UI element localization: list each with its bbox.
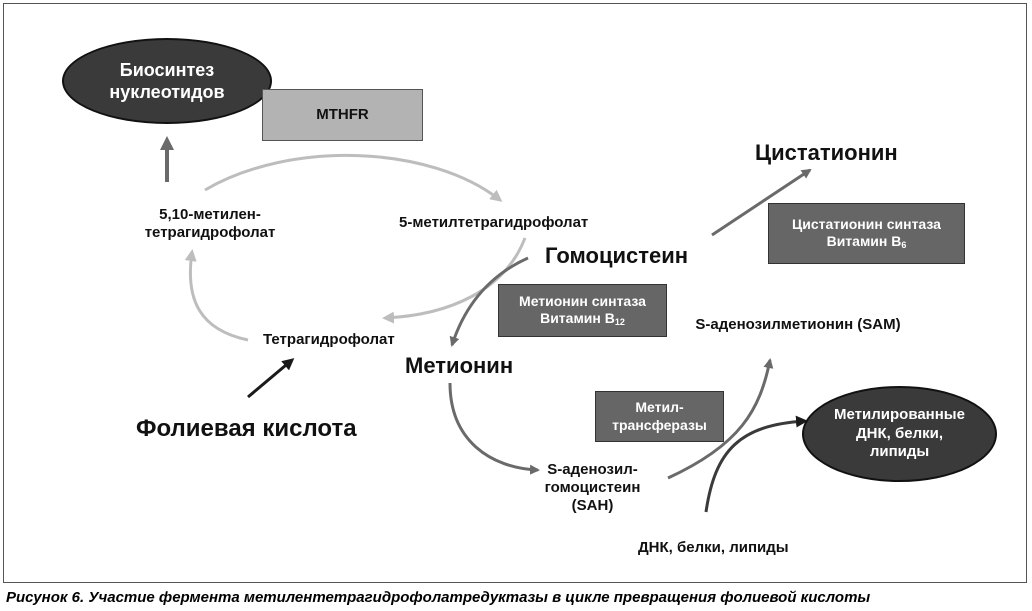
methylated-label: Метилированные ДНК, белки, липиды bbox=[834, 405, 965, 461]
ms-name: Метионин синтаза bbox=[519, 292, 646, 309]
cbs-enzyme-box: Цистатионин синтаза Витамин B6 bbox=[768, 203, 965, 264]
homocysteine-label: Гомоцистеин bbox=[545, 243, 689, 268]
sah-label: S-аденозил-гомоцистеин (SAH) bbox=[544, 461, 641, 514]
ms-vitamin: Витамин B12 bbox=[540, 310, 625, 328]
arrow-folic-to-thf bbox=[247, 358, 295, 399]
ms-vitamin-sub: 12 bbox=[614, 317, 625, 328]
arrow-methylthf-to-thf bbox=[382, 237, 527, 324]
arrow-homocysteine-to-cystathionine bbox=[711, 168, 812, 237]
arrow-homocysteine-to-methionine bbox=[449, 256, 529, 347]
folic-acid-label: Фолиевая кислота bbox=[136, 415, 357, 442]
figure-caption: Рисунок 6. Участие фермента метилентетра… bbox=[6, 589, 871, 606]
methyltransferases-label: Метил-трансферазы bbox=[612, 399, 707, 433]
arrow-dna-to-methylated bbox=[704, 415, 808, 513]
biosynthesis-label: Биосинтез нуклеотидов bbox=[109, 59, 225, 103]
thf-label: Тетрагидрофолат bbox=[263, 331, 395, 348]
methionine-synthase-box: Метионин синтаза Витамин B12 bbox=[498, 284, 667, 337]
methyl-thf-label: 5-метилтетрагидрофолат bbox=[399, 214, 589, 231]
cbs-name: Цистатионин синтаза bbox=[792, 215, 941, 232]
cbs-vitamin-sub: 6 bbox=[901, 240, 907, 251]
arrow-sah-to-sam bbox=[667, 358, 774, 480]
arrow-mthf-cycle-top bbox=[204, 153, 503, 202]
sam-label: S-аденозилметионин (SAM) bbox=[695, 316, 901, 333]
cystathionine-label: Цистатионин bbox=[755, 140, 898, 165]
mthfr-label: MTHFR bbox=[316, 105, 369, 123]
methylene-thf-label: 5,10-метилен-тетрагидрофолат bbox=[144, 206, 276, 241]
dna-proteins-label: ДНК, белки, липиды bbox=[638, 539, 789, 556]
methylated-node: Метилированные ДНК, белки, липиды bbox=[802, 386, 997, 482]
arrow-thf-to-methylene bbox=[184, 249, 249, 342]
methyltransferases-box: Метил-трансферазы bbox=[595, 391, 724, 442]
biosynthesis-node: Биосинтез нуклеотидов bbox=[62, 38, 272, 124]
cbs-vitamin: Витамин B6 bbox=[826, 233, 907, 251]
methionine-label: Метионин bbox=[405, 353, 514, 378]
arrow-methionine-to-sah bbox=[448, 382, 540, 475]
mthfr-enzyme-box: MTHFR bbox=[262, 89, 423, 141]
